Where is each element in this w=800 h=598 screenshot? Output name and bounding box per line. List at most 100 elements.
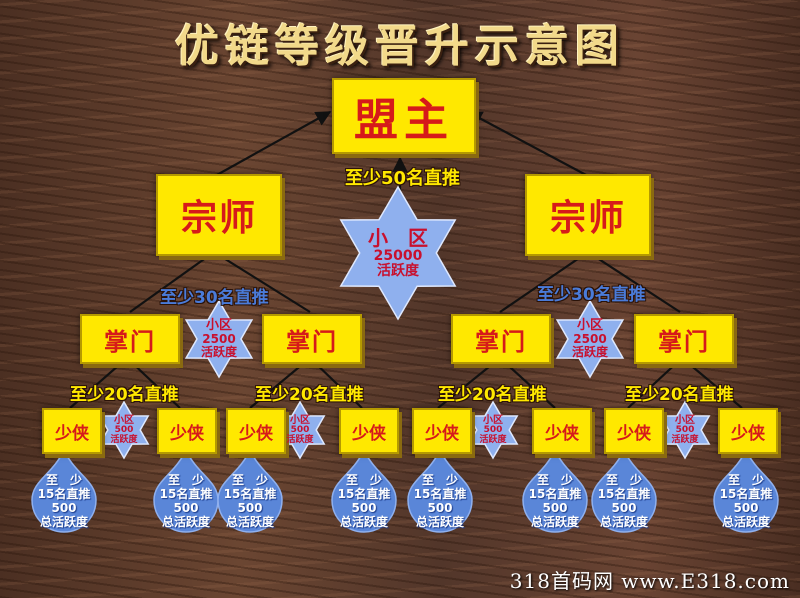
requirement-head: 至少20名直推 xyxy=(625,385,734,405)
drop-text-line1: 至 少 xyxy=(727,473,764,487)
drop-text-line2: 15名直推 xyxy=(337,487,391,501)
star-text-line2: 500 xyxy=(290,424,310,435)
head-box: 掌门 xyxy=(451,314,551,364)
drop-text-line2: 15名直推 xyxy=(597,487,651,501)
requirement-drop xyxy=(217,448,283,533)
requirement-head: 至少20名直推 xyxy=(70,385,179,405)
connector-arrow xyxy=(214,111,332,177)
star-text-line3: 活跃度 xyxy=(110,434,138,445)
requirement-master: 至少30名直推 xyxy=(160,288,269,308)
drop-text-line4: 总活跃度 xyxy=(721,515,770,529)
connector-arrow xyxy=(587,251,681,313)
requirement-drop xyxy=(331,448,397,533)
star-text-line1: 小区 xyxy=(205,317,232,333)
star-text-line1: 小区 xyxy=(576,317,603,333)
drop-text-line2: 15名直推 xyxy=(528,487,582,501)
community-star-mid xyxy=(555,299,625,379)
head-box: 掌门 xyxy=(262,314,362,364)
drop-text-line3: 500 xyxy=(611,501,637,515)
requirement-drop xyxy=(31,448,97,533)
drop-text-line4: 总活跃度 xyxy=(161,515,210,529)
star-text-line2: 2500 xyxy=(202,331,236,346)
connector-arrow xyxy=(681,357,743,409)
requirement-head: 至少20名直推 xyxy=(438,385,547,405)
requirement-leader: 至少50名直推 xyxy=(345,168,461,189)
connector-arrow xyxy=(309,357,363,409)
drop-text-line2: 15名直推 xyxy=(223,487,277,501)
requirement-drop xyxy=(591,448,657,533)
connector-arrow xyxy=(466,111,589,177)
connector-arrow xyxy=(437,357,501,409)
head-box: 掌门 xyxy=(80,314,180,364)
drop-text-line1: 至 少 xyxy=(605,473,642,487)
knight-box: 少侠 xyxy=(42,408,102,454)
drop-text-line4: 总活跃度 xyxy=(415,515,464,529)
drop-text-line4: 总活跃度 xyxy=(339,515,388,529)
drop-text-line2: 15名直推 xyxy=(413,487,467,501)
connector-arrow xyxy=(499,357,556,409)
community-star-big xyxy=(339,185,457,321)
leader-box: 盟主 xyxy=(332,78,476,154)
drop-text-line1: 至 少 xyxy=(231,473,268,487)
connector-arrow xyxy=(213,251,311,313)
drop-text-line3: 500 xyxy=(351,501,377,515)
star-text-line2: 25000 xyxy=(373,247,423,264)
drop-text-line1: 至 少 xyxy=(421,473,458,487)
star-text-line1: 小区 xyxy=(290,414,310,426)
drop-text-line3: 500 xyxy=(237,501,263,515)
connector-arrow xyxy=(129,251,215,313)
drop-text-line1: 至 少 xyxy=(536,473,573,487)
drop-text-line2: 15名直推 xyxy=(159,487,213,501)
knight-box: 少侠 xyxy=(226,408,286,454)
star-text-line3: 活跃度 xyxy=(377,263,419,279)
star-text-line3: 活跃度 xyxy=(479,434,507,445)
drop-text-line3: 500 xyxy=(51,501,77,515)
drop-text-line3: 500 xyxy=(427,501,453,515)
knight-box: 少侠 xyxy=(532,408,592,454)
star-text-line1: 小区 xyxy=(483,414,503,426)
requirement-drop xyxy=(407,448,473,533)
drop-text-line3: 500 xyxy=(173,501,199,515)
drop-text-line4: 总活跃度 xyxy=(530,515,579,529)
star-text-line1: 小区 xyxy=(675,414,695,426)
knight-box: 少侠 xyxy=(718,408,778,454)
drop-text-line4: 总活跃度 xyxy=(225,515,274,529)
drop-text-line4: 总活跃度 xyxy=(39,515,88,529)
connector-arrow xyxy=(249,357,311,409)
star-text-line3: 活跃度 xyxy=(200,345,237,360)
knight-box: 少侠 xyxy=(339,408,399,454)
requirement-drop xyxy=(713,448,779,533)
connector-arrow xyxy=(627,357,683,409)
master-box-right: 宗师 xyxy=(525,174,651,256)
star-text-line3: 活跃度 xyxy=(671,434,699,445)
star-text-line2: 2500 xyxy=(573,331,607,346)
community-star-mid xyxy=(184,299,254,379)
star-text-line3: 活跃度 xyxy=(571,345,608,360)
star-text-line1: 小 区 xyxy=(368,225,428,250)
drop-text-line1: 至 少 xyxy=(45,473,82,487)
drop-text-line3: 500 xyxy=(542,501,568,515)
star-text-line2: 500 xyxy=(675,424,695,435)
requirement-head: 至少20名直推 xyxy=(255,385,364,405)
connector-arrow xyxy=(69,357,128,409)
star-text-line2: 500 xyxy=(483,424,503,435)
drop-text-line2: 15名直推 xyxy=(719,487,773,501)
drop-text-line2: 15名直推 xyxy=(37,487,91,501)
requirement-master: 至少30名直推 xyxy=(537,285,646,305)
star-text-line2: 500 xyxy=(114,424,134,435)
master-box-left: 宗师 xyxy=(156,174,282,256)
knight-box: 少侠 xyxy=(412,408,472,454)
knight-box: 少侠 xyxy=(157,408,217,454)
star-text-line3: 活跃度 xyxy=(286,434,314,445)
drop-text-line1: 至 少 xyxy=(167,473,204,487)
star-text-line1: 小区 xyxy=(114,414,134,426)
head-box: 掌门 xyxy=(634,314,734,364)
drop-text-line4: 总活跃度 xyxy=(599,515,648,529)
footer-watermark: 318首码网 www.E318.com xyxy=(509,569,790,593)
page-title: 优链等级晋升示意图 xyxy=(175,21,625,72)
connector-arrow xyxy=(126,357,181,409)
requirement-drop xyxy=(522,448,588,533)
drop-text-line1: 至 少 xyxy=(345,473,382,487)
